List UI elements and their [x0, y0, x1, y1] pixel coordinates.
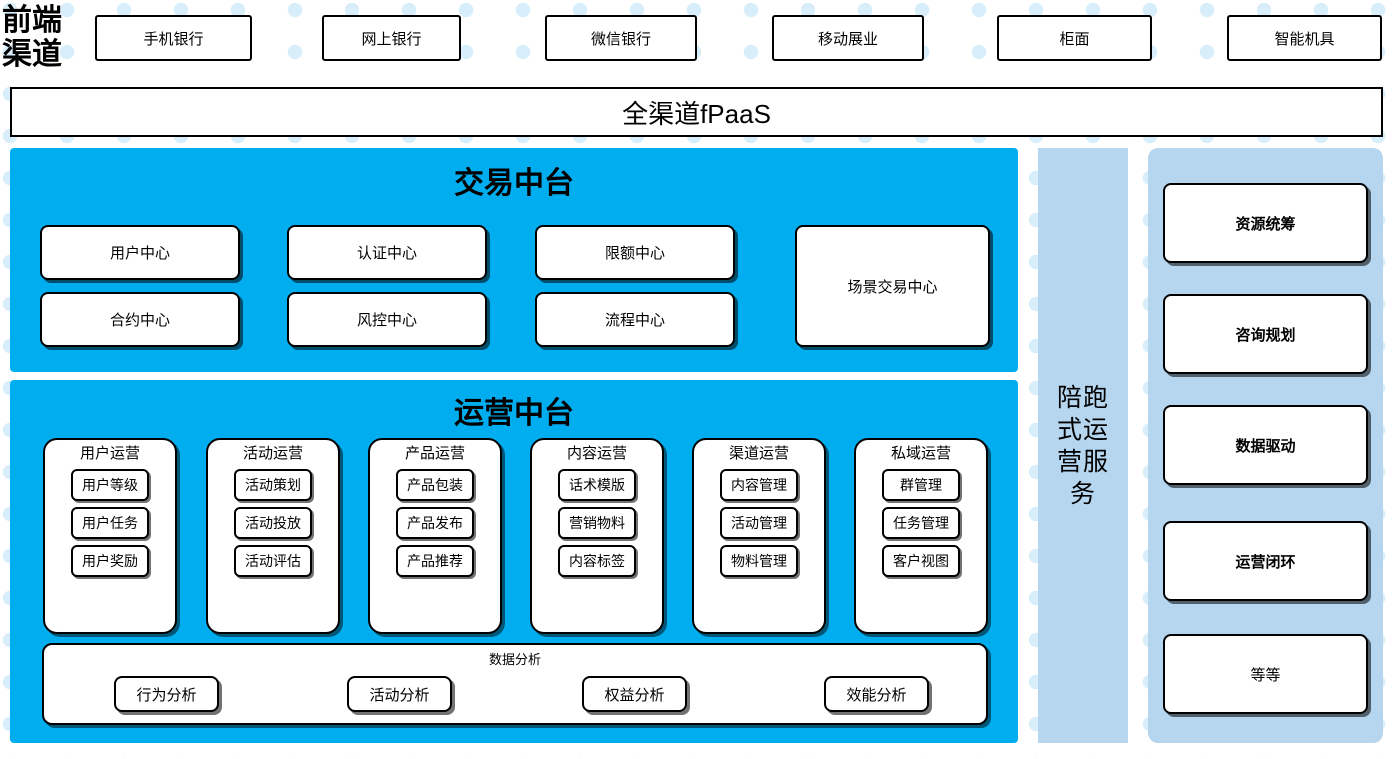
omnichannel-fpaas-bar[interactable]: 全渠道fPaaS [10, 87, 1383, 137]
capability-card-consulting-planning[interactable]: 咨询规划 [1163, 294, 1368, 374]
channel-item-label: 智能机具 [1274, 30, 1335, 48]
transaction-card-scene-transaction-center[interactable]: 场景交易中心 [795, 225, 990, 347]
capability-card-resource-coordination[interactable]: 资源统筹 [1163, 183, 1368, 263]
transaction-platform-title: 交易中台 [454, 167, 574, 200]
group-title: 活动运营 [242, 445, 303, 462]
data-analysis-item-behavior[interactable]: 行为分析 [114, 676, 219, 712]
transaction-card-process-center[interactable]: 流程中心 [535, 292, 735, 347]
data-analysis-item-benefit[interactable]: 权益分析 [582, 676, 687, 712]
operation-group-private-domain[interactable]: 私域运营 群管理 任务管理 客户视图 [854, 438, 988, 634]
card-label: 场景交易中心 [847, 278, 938, 296]
front-channel-label: 前端 渠道 [2, 2, 84, 74]
capability-card-operation-closed-loop[interactable]: 运营闭环 [1163, 521, 1368, 601]
group-item[interactable]: 活动投放 [234, 507, 312, 539]
group-item[interactable]: 活动策划 [234, 469, 312, 501]
channel-item-counter[interactable]: 柜面 [997, 15, 1152, 61]
service-label-line-1: 陪跑 [1056, 383, 1109, 412]
group-item[interactable]: 用户任务 [71, 507, 149, 539]
card-label: 用户中心 [109, 245, 170, 262]
omnichannel-fpaas-label: 全渠道fPaaS [622, 98, 771, 129]
operation-group-campaign[interactable]: 活动运营 活动策划 活动投放 活动评估 [206, 438, 340, 634]
group-title: 私域运营 [890, 445, 951, 462]
channel-item-label: 微信银行 [590, 30, 651, 48]
group-item[interactable]: 活动管理 [720, 507, 798, 539]
channel-item-wechat-bank[interactable]: 微信银行 [545, 15, 697, 61]
channel-item-label: 移动展业 [817, 30, 878, 48]
group-title: 用户运营 [79, 445, 140, 462]
group-item[interactable]: 群管理 [882, 469, 960, 501]
data-analysis-item-efficiency[interactable]: 效能分析 [824, 676, 929, 712]
group-item[interactable]: 产品推荐 [396, 545, 474, 577]
service-label-line-3: 营服 [1056, 447, 1109, 476]
channel-item-mobile-bank[interactable]: 手机银行 [95, 15, 252, 61]
group-item[interactable]: 物料管理 [720, 545, 798, 577]
group-title: 产品运营 [404, 445, 465, 462]
transaction-card-riskcontrol-center[interactable]: 风控中心 [287, 292, 487, 347]
group-title: 内容运营 [566, 445, 627, 462]
group-item[interactable]: 任务管理 [882, 507, 960, 539]
service-label-line-4: 务 [1069, 479, 1096, 508]
front-channel-label-line1: 前端 [2, 4, 62, 37]
channel-item-internet-bank[interactable]: 网上银行 [322, 15, 461, 61]
group-item[interactable]: 产品包装 [396, 469, 474, 501]
transaction-card-auth-center[interactable]: 认证中心 [287, 225, 487, 280]
group-title: 渠道运营 [728, 445, 789, 462]
transaction-card-contract-center[interactable]: 合约中心 [40, 292, 240, 347]
card-label: 流程中心 [604, 312, 665, 329]
group-item[interactable]: 内容管理 [720, 469, 798, 501]
transaction-card-limit-center[interactable]: 限额中心 [535, 225, 735, 280]
front-channel-label-line2: 渠道 [2, 38, 62, 71]
group-item[interactable]: 话术模版 [558, 469, 636, 501]
data-analysis-title: 数据分析 [488, 652, 541, 667]
capability-card-etc[interactable]: 等等 [1163, 634, 1368, 714]
operation-group-user[interactable]: 用户运营 用户等级 用户任务 用户奖励 [43, 438, 177, 634]
operation-group-content[interactable]: 内容运营 话术模版 营销物料 内容标签 [530, 438, 664, 634]
data-analysis-box: 数据分析 行为分析 活动分析 权益分析 效能分析 [42, 643, 988, 725]
card-label: 限额中心 [604, 245, 665, 262]
transaction-card-user-center[interactable]: 用户中心 [40, 225, 240, 280]
service-label-line-2: 式运 [1056, 415, 1109, 444]
accompanying-service-label: 陪跑 式运 营服 务 [1047, 382, 1119, 510]
channel-item-label: 网上银行 [361, 30, 422, 48]
channel-item-label: 柜面 [1059, 30, 1090, 48]
channel-item-smart-machine[interactable]: 智能机具 [1227, 15, 1382, 61]
operation-platform-title: 运营中台 [454, 397, 574, 430]
data-analysis-item-campaign[interactable]: 活动分析 [347, 676, 452, 712]
card-label: 风控中心 [356, 312, 417, 329]
operation-group-channel[interactable]: 渠道运营 内容管理 活动管理 物料管理 [692, 438, 826, 634]
group-item[interactable]: 产品发布 [396, 507, 474, 539]
group-item[interactable]: 客户视图 [882, 545, 960, 577]
accompanying-service-panel: 陪跑 式运 营服 务 [1038, 148, 1128, 743]
card-label: 认证中心 [356, 245, 417, 262]
group-item[interactable]: 用户奖励 [71, 545, 149, 577]
group-item[interactable]: 活动评估 [234, 545, 312, 577]
group-item[interactable]: 营销物料 [558, 507, 636, 539]
capability-card-data-driven[interactable]: 数据驱动 [1163, 405, 1368, 485]
operation-group-product[interactable]: 产品运营 产品包装 产品发布 产品推荐 [368, 438, 502, 634]
channel-item-label: 手机银行 [143, 30, 204, 48]
channel-item-mobile-business[interactable]: 移动展业 [772, 15, 924, 61]
group-item[interactable]: 用户等级 [71, 469, 149, 501]
group-item[interactable]: 内容标签 [558, 545, 636, 577]
card-label: 合约中心 [109, 312, 170, 329]
